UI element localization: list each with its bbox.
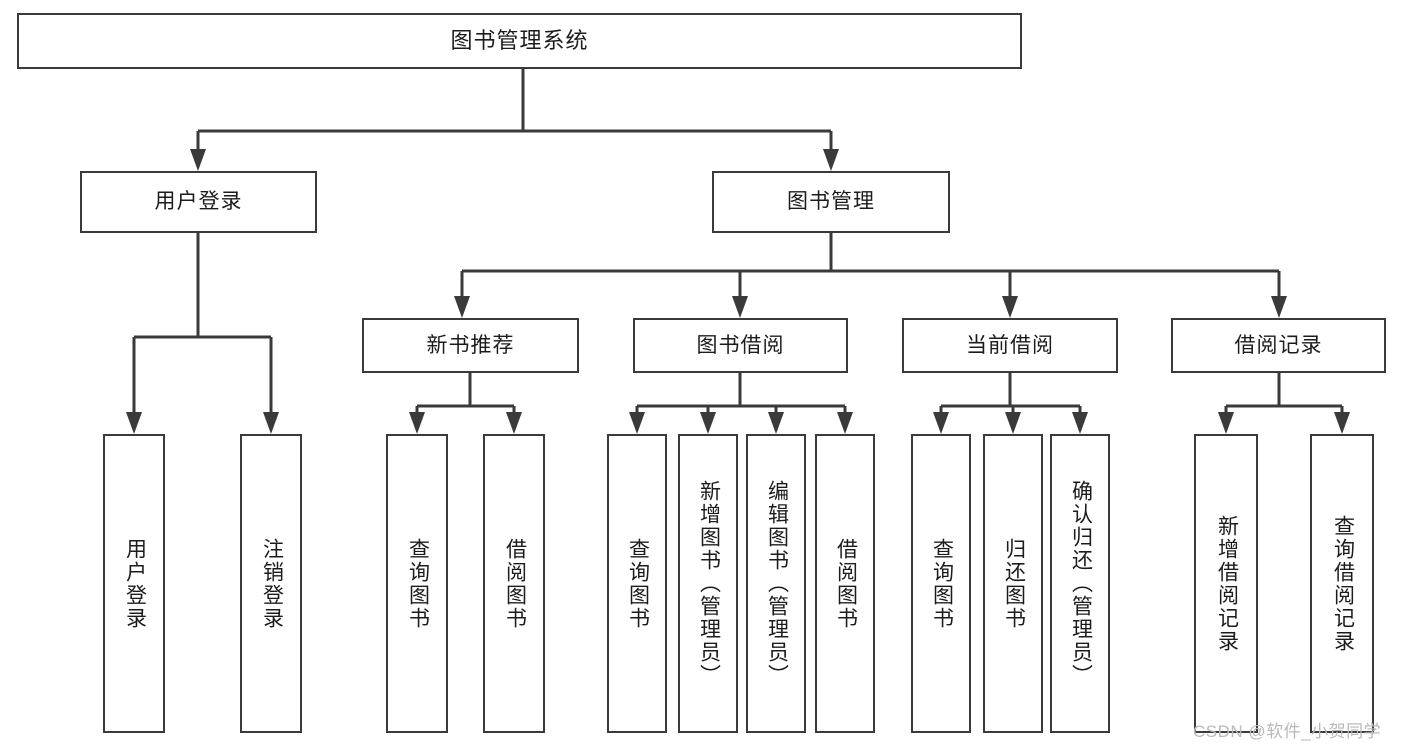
arrowhead-book-manage-to-level2-0 — [454, 296, 470, 318]
node-label-leaf-borrow-book-2: 借阅图书 — [834, 537, 858, 630]
node-book-borrow[interactable]: 图书借阅 — [633, 318, 848, 373]
arrowhead-recommend-to-leaves-1 — [506, 412, 522, 434]
node-leaf-borrow-book-2[interactable]: 借阅图书 — [815, 434, 875, 733]
arrowhead-root-to-level1-1 — [823, 149, 839, 171]
arrowhead-borrow-to-leaves-0 — [629, 412, 645, 434]
node-leaf-query-book-2[interactable]: 查询图书 — [607, 434, 667, 733]
csdn-watermark: CSDN @软件_小贺同学 — [1193, 722, 1382, 741]
node-label-leaf-user-login: 用户登录 — [123, 537, 147, 630]
arrowhead-current-to-leaves-2 — [1072, 412, 1088, 434]
node-leaf-add-record[interactable]: 新增借阅记录 — [1194, 434, 1258, 733]
arrowhead-book-manage-to-level2-2 — [1002, 296, 1018, 318]
node-user-login[interactable]: 用户登录 — [80, 171, 317, 233]
arrowhead-borrow-to-leaves-3 — [837, 412, 853, 434]
arrowhead-user-login-to-leaves-1 — [263, 412, 279, 434]
node-label-leaf-query-book-1: 查询图书 — [406, 537, 430, 630]
node-label-leaf-query-book-2: 查询图书 — [626, 537, 650, 630]
node-label-leaf-query-record: 查询借阅记录 — [1331, 514, 1355, 653]
arrowhead-root-to-level1-0 — [190, 149, 206, 171]
node-root[interactable]: 图书管理系统 — [17, 13, 1022, 69]
node-leaf-edit-book[interactable]: 编辑图书（管理员） — [746, 434, 806, 733]
node-label-book-borrow: 图书借阅 — [696, 333, 785, 357]
node-label-root: 图书管理系统 — [450, 27, 589, 53]
arrowhead-borrow-to-leaves-2 — [768, 412, 784, 434]
node-label-leaf-add-record: 新增借阅记录 — [1215, 514, 1239, 653]
node-new-book-recommend[interactable]: 新书推荐 — [362, 318, 579, 373]
node-book-manage[interactable]: 图书管理 — [712, 171, 950, 233]
node-leaf-add-book[interactable]: 新增图书（管理员） — [678, 434, 738, 733]
arrowhead-current-to-leaves-1 — [1005, 412, 1021, 434]
node-label-leaf-logout: 注销登录 — [260, 537, 284, 630]
node-leaf-user-login[interactable]: 用户登录 — [103, 434, 165, 733]
node-leaf-return-book[interactable]: 归还图书 — [983, 434, 1043, 733]
node-label-borrow-record: 借阅记录 — [1234, 333, 1323, 357]
arrowhead-record-to-leaves-1 — [1334, 412, 1350, 434]
arrowhead-borrow-to-leaves-1 — [700, 412, 716, 434]
arrowhead-book-manage-to-level2-3 — [1271, 296, 1287, 318]
node-current-borrow[interactable]: 当前借阅 — [902, 318, 1118, 373]
node-label-leaf-confirm-return: 确认归还（管理员） — [1069, 480, 1093, 687]
node-label-leaf-borrow-book-1: 借阅图书 — [503, 537, 527, 630]
node-label-book-manage: 图书管理 — [787, 190, 875, 214]
node-label-leaf-return-book: 归还图书 — [1002, 537, 1026, 630]
node-leaf-query-record[interactable]: 查询借阅记录 — [1310, 434, 1374, 733]
node-label-new-book-recommend: 新书推荐 — [426, 333, 515, 357]
node-label-current-borrow: 当前借阅 — [966, 333, 1054, 357]
arrowhead-record-to-leaves-0 — [1218, 412, 1234, 434]
node-leaf-query-book-3[interactable]: 查询图书 — [911, 434, 971, 733]
node-label-leaf-query-book-3: 查询图书 — [930, 537, 954, 630]
node-leaf-borrow-book-1[interactable]: 借阅图书 — [483, 434, 545, 733]
node-leaf-logout[interactable]: 注销登录 — [240, 434, 302, 733]
arrowhead-recommend-to-leaves-0 — [409, 412, 425, 434]
arrowhead-book-manage-to-level2-1 — [732, 296, 748, 318]
node-label-leaf-add-book: 新增图书（管理员） — [697, 480, 721, 687]
node-borrow-record[interactable]: 借阅记录 — [1171, 318, 1386, 373]
node-label-leaf-edit-book: 编辑图书（管理员） — [765, 480, 789, 687]
arrowhead-user-login-to-leaves-0 — [126, 412, 142, 434]
node-label-user-login: 用户登录 — [154, 190, 243, 214]
arrowhead-current-to-leaves-0 — [933, 412, 949, 434]
node-leaf-query-book-1[interactable]: 查询图书 — [386, 434, 448, 733]
node-leaf-confirm-return[interactable]: 确认归还（管理员） — [1050, 434, 1110, 733]
